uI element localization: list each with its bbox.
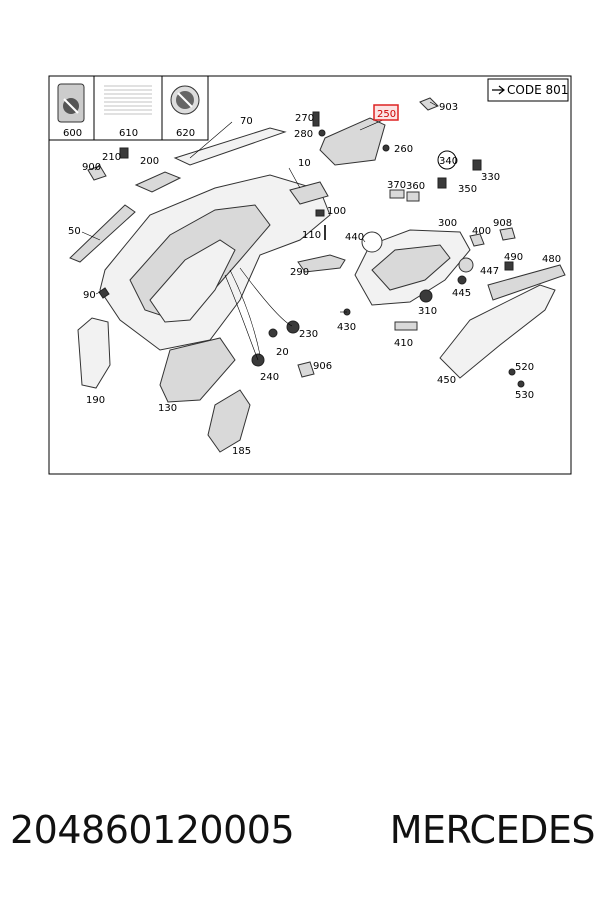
label-290: 290 (290, 267, 309, 278)
label-90: 90 (83, 290, 96, 301)
label-340: 340 (439, 156, 458, 167)
label-130: 130 (158, 403, 177, 414)
label-430: 430 (337, 322, 356, 333)
label-20: 20 (276, 347, 289, 358)
label-100: 100 (327, 206, 346, 217)
part-number: 204860120005 (10, 808, 295, 852)
label-370: 370 (387, 180, 406, 191)
code-box (487, 78, 569, 102)
highlight-box-250 (373, 104, 399, 121)
label-440: 440 (345, 232, 364, 243)
label-230: 230 (299, 329, 318, 340)
label-330: 330 (481, 172, 500, 183)
label-360: 360 (406, 181, 425, 192)
label-190: 190 (86, 395, 105, 406)
label-boxes (48, 75, 209, 141)
parts-diagram: CODE 801 (48, 75, 572, 475)
label-210: 210 (102, 152, 121, 163)
arrow-icon (492, 85, 505, 95)
label-600: 600 (63, 128, 82, 139)
label-185: 185 (232, 446, 251, 457)
label-110: 110 (302, 230, 321, 241)
label-260: 260 (394, 144, 413, 155)
label-400: 400 (472, 226, 491, 237)
label-10: 10 (298, 158, 311, 169)
label-200: 200 (140, 156, 159, 167)
label-70: 70 (240, 116, 253, 127)
label-280: 280 (294, 129, 313, 140)
label-908: 908 (493, 218, 512, 229)
label-450: 450 (437, 375, 456, 386)
label-520: 520 (515, 362, 534, 373)
label-300: 300 (438, 218, 457, 229)
leader-lines (81, 101, 438, 313)
dashboard-drawing (69, 97, 566, 453)
label-906: 906 (313, 361, 332, 372)
label-900: 900 (82, 162, 101, 173)
caption: 204860120005 MERCEDES (10, 800, 596, 860)
label-903: 903 (439, 102, 458, 113)
label-480: 480 (542, 254, 561, 265)
label-530: 530 (515, 390, 534, 401)
label-445: 445 (452, 288, 471, 299)
label-270: 270 (295, 113, 314, 124)
brand-name: MERCEDES (389, 808, 596, 852)
label-490: 490 (504, 252, 523, 263)
label-620: 620 (176, 128, 195, 139)
label-240: 240 (260, 372, 279, 383)
label-410: 410 (394, 338, 413, 349)
label-250: 250 (377, 109, 396, 120)
code-label: CODE 801 (507, 83, 568, 97)
label-50: 50 (68, 226, 81, 237)
label-610: 610 (119, 128, 138, 139)
label-350: 350 (458, 184, 477, 195)
part-number-labels: 600 610 620 70 270 280 250 903 260 210 9… (63, 102, 561, 457)
label-447: 447 (480, 266, 499, 277)
label-310: 310 (418, 306, 437, 317)
